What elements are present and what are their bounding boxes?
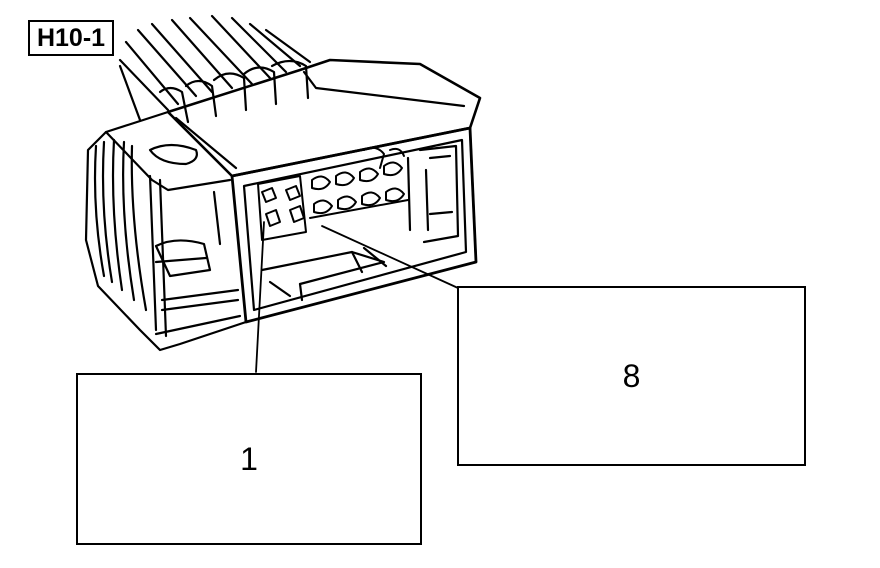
- leader-line-pin-8: [321, 225, 459, 289]
- pin-callout-box: 8: [457, 286, 806, 466]
- connector-id-label: H10-1: [28, 20, 114, 56]
- connector-body: [84, 58, 482, 352]
- pin-number: 8: [622, 357, 641, 394]
- terminal-cavities: [257, 146, 409, 241]
- connector-id-text: H10-1: [36, 23, 106, 52]
- leader-lines: [255, 221, 459, 373]
- leader-line-pin-1: [255, 221, 265, 373]
- pin-number: 1: [240, 440, 258, 477]
- pin-callout-box: 1: [76, 373, 422, 545]
- wire-bundle: [118, 14, 312, 124]
